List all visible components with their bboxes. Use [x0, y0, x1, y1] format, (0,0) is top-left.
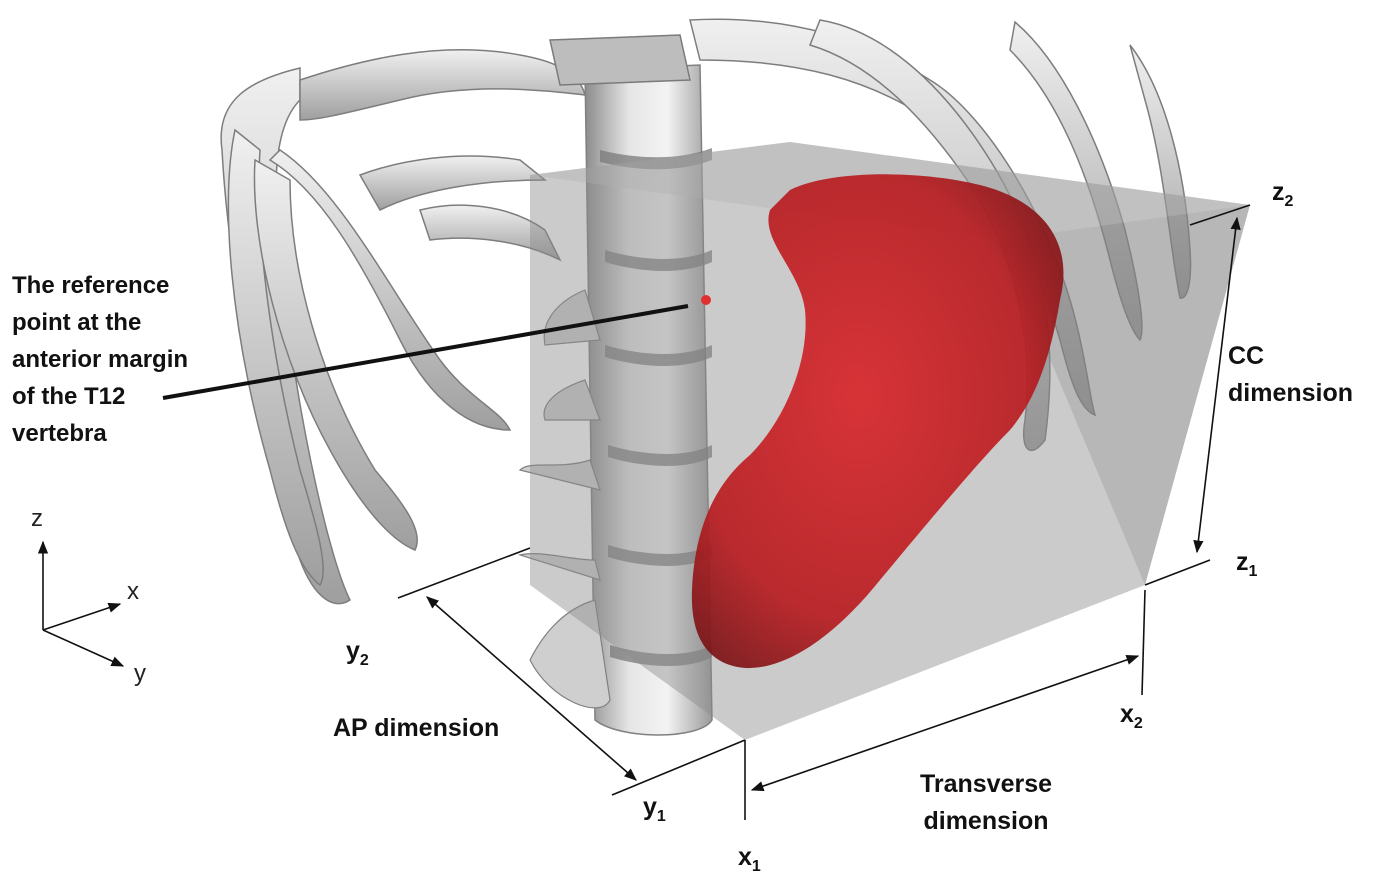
y2-base: y	[346, 637, 360, 665]
z1-label: z1	[1236, 548, 1257, 581]
x2-label: x2	[1120, 700, 1143, 733]
reference-line-5: vertebra	[12, 415, 188, 452]
axis-y-label: y	[134, 660, 146, 688]
x1-sub: 1	[752, 858, 761, 875]
y2-label: y2	[346, 637, 369, 670]
x1-label: x1	[738, 843, 761, 876]
reference-point-label: The reference point at the anterior marg…	[12, 267, 188, 452]
x2-sub: 2	[1134, 715, 1143, 732]
x2-base: x	[1120, 700, 1134, 728]
z1-base: z	[1236, 548, 1249, 576]
ap-dimension-label: AP dimension	[333, 710, 499, 747]
cc-line-1: CC	[1228, 338, 1353, 375]
transverse-dimension-label: Transverse dimension	[906, 766, 1066, 840]
reference-line-3: anterior margin	[12, 341, 188, 378]
reference-line-1: The reference	[12, 267, 188, 304]
z1-sub: 1	[1249, 563, 1258, 580]
z2-sub: 2	[1285, 193, 1294, 210]
reference-point-marker	[701, 295, 711, 305]
y2-sub: 2	[360, 652, 369, 669]
axis-x-label: x	[127, 578, 139, 606]
cc-line-2: dimension	[1228, 375, 1353, 412]
transverse-line-2: dimension	[906, 803, 1066, 840]
transverse-line-1: Transverse	[906, 766, 1066, 803]
y1-label: y1	[643, 793, 666, 826]
axes-indicator	[43, 542, 123, 666]
z2-base: z	[1272, 178, 1285, 206]
reference-line-2: point at the	[12, 304, 188, 341]
y1-sub: 1	[657, 808, 666, 825]
x1-base: x	[738, 843, 752, 871]
y1-base: y	[643, 793, 657, 821]
reference-line-4: of the T12	[12, 378, 188, 415]
axis-z-label: z	[31, 505, 43, 533]
z2-label: z2	[1272, 178, 1293, 211]
cc-dimension-label: CC dimension	[1228, 338, 1353, 412]
